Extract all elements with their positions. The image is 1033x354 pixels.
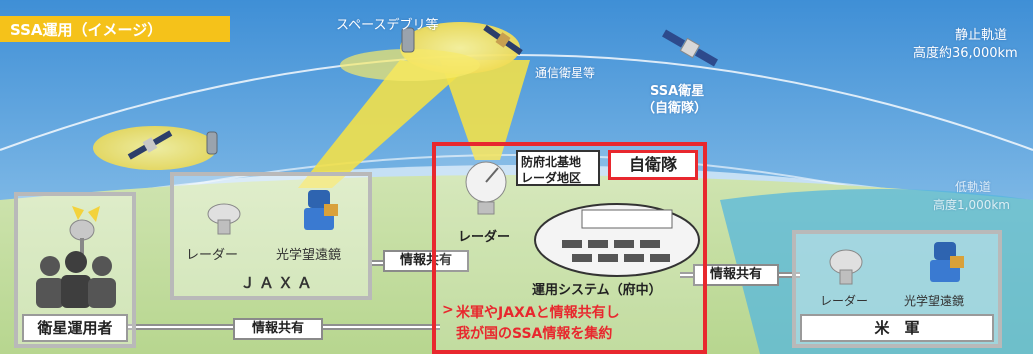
jaxa-beam (298, 60, 465, 188)
comm-satellite-icon (483, 24, 523, 56)
jaxa-label: ＪＡＸＡ (240, 274, 317, 292)
geo-label-1: 静止軌道 (955, 28, 1008, 43)
jaxa-radar-icon (207, 203, 241, 235)
jsdf-panel: 防府北基地 レーダ地区 自衛隊 レーダー 運用システム（府中） > 米軍やJAX… (432, 142, 707, 354)
jaxa-panel: レーダー 光学望遠鏡 ＪＡＸＡ (170, 172, 372, 300)
jsdf-beam (440, 60, 530, 160)
site-label-2: レーダ地区 (521, 171, 582, 185)
note-line-2: 我が国のSSA情報を集約 (456, 326, 613, 342)
jaxa-telescope-icon (304, 190, 338, 230)
debris-icon-2 (206, 131, 218, 155)
ssa-satellite-icon (662, 29, 718, 67)
us-panel: レーダー 光学望遠鏡 米 軍 (792, 230, 1002, 348)
ssa-sat-label-2: （自衛隊） (642, 101, 708, 116)
us-radar-icon (829, 249, 863, 285)
debris-icon (401, 27, 415, 53)
leo-label-2: 高度1,000km (933, 198, 1010, 212)
ssa-sat-label-1: SSA衛星 (650, 84, 705, 99)
us-telescope-icon (930, 242, 964, 282)
operator-panel: 衛星運用者 (14, 192, 136, 348)
site-label-1: 防府北基地 (521, 155, 582, 169)
us-radar-label: レーダー (820, 294, 869, 308)
title-banner: SSA運用（イメージ） (0, 16, 230, 42)
operator-label: 衛星運用者 (22, 314, 128, 342)
jsdf-radar-icon (465, 161, 507, 215)
us-label: 米 軍 (800, 314, 994, 342)
jaxa-radar-label: レーダー (186, 248, 239, 263)
note-arrow-icon: > (442, 302, 454, 318)
debris-label: スペースデブリ等 (336, 18, 439, 33)
us-telescope-label: 光学望遠鏡 (904, 294, 965, 308)
operator-group-icon (36, 206, 116, 308)
note-line-1: 米軍やJAXAと情報共有し (456, 305, 620, 321)
geo-label-2: 高度約36,000km (913, 46, 1018, 61)
share-tag-jaxa: 情報共有 (383, 250, 469, 272)
operations-center-icon (534, 203, 700, 277)
title-text: SSA運用（イメージ） (10, 21, 163, 39)
leo-satellite-icon (127, 130, 173, 160)
system-label: 運用システム（府中） (532, 283, 662, 298)
site-label-box: 防府北基地 レーダ地区 (516, 150, 600, 186)
leo-label-1: 低軌道 (955, 180, 992, 194)
share-tag-us: 情報共有 (693, 264, 779, 286)
jaxa-telescope-label: 光学望遠鏡 (276, 248, 342, 263)
jsdf-badge: 自衛隊 (608, 150, 698, 180)
jsdf-radar-label: レーダー (458, 230, 511, 245)
comsat-label: 通信衛星等 (535, 66, 596, 80)
share-tag-operator: 情報共有 (233, 318, 323, 340)
